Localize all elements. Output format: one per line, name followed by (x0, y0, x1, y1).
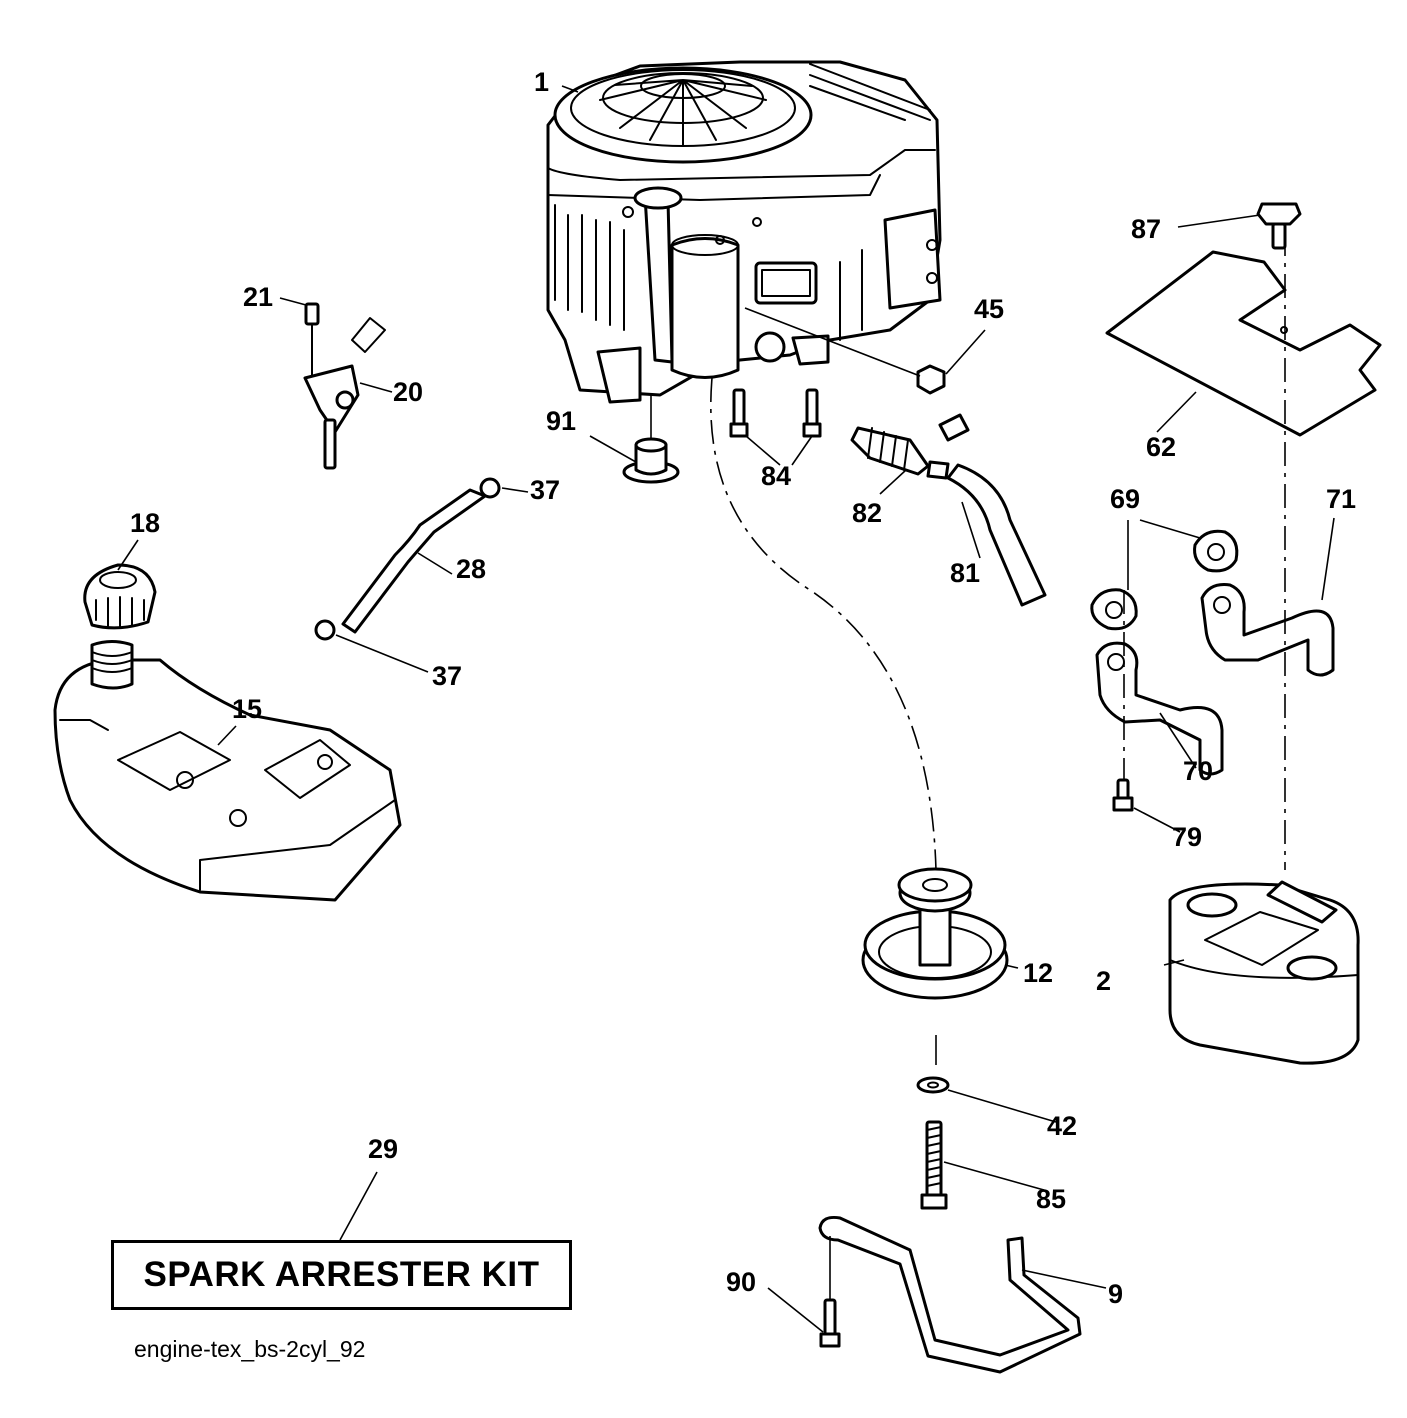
callout-37-lower: 37 (432, 661, 462, 691)
fuel-line-28 (314, 477, 501, 641)
callout-37-upper: 37 (530, 475, 560, 505)
muffler-2 (1168, 880, 1360, 1065)
callout-45: 45 (974, 294, 1004, 324)
bushing-91 (622, 437, 680, 484)
fuel-filter-82 (850, 413, 970, 480)
callout-20: 20 (393, 377, 423, 407)
callout-82: 82 (852, 498, 882, 528)
throttle-control (303, 302, 386, 470)
diagram-reference-code: engine-tex_bs-2cyl_92 (134, 1336, 366, 1362)
nut-45 (916, 364, 946, 395)
callout-29: 29 (368, 1134, 398, 1164)
callout-42: 42 (1047, 1111, 1077, 1141)
callout-18: 18 (130, 508, 160, 538)
heat-shield-62 (1105, 250, 1382, 437)
bolt-90 (819, 1298, 841, 1348)
callout-91: 91 (546, 406, 576, 436)
callout-9: 9 (1108, 1279, 1123, 1309)
spark-arrester-kit-label: SPARK ARRESTER KIT (111, 1240, 572, 1310)
bolt-85 (920, 1120, 948, 1210)
pulley-12 (861, 867, 1009, 1000)
assembly-centerlines (650, 232, 1286, 1300)
callout-69: 69 (1110, 484, 1140, 514)
bracket-9 (818, 1216, 1082, 1374)
gaskets-69 (1090, 529, 1239, 631)
callout-28: 28 (456, 554, 486, 584)
callout-85: 85 (1036, 1184, 1066, 1214)
callout-62: 62 (1146, 432, 1176, 462)
callout-15: 15 (232, 694, 262, 724)
callout-71: 71 (1326, 484, 1356, 514)
leader-lines (117, 85, 1335, 1333)
callout-79: 79 (1172, 822, 1202, 852)
bolts-84 (729, 388, 822, 438)
fuel-cap-18 (83, 563, 157, 630)
callout-12: 12 (1023, 958, 1053, 988)
callout-21: 21 (243, 282, 273, 312)
engine-assembly (546, 60, 942, 404)
callout-81: 81 (950, 558, 980, 588)
fuel-tank-15 (53, 640, 402, 902)
bolt-79 (1112, 778, 1134, 812)
callout-90: 90 (726, 1267, 756, 1297)
bolt-87 (1256, 202, 1302, 250)
exhaust-pipe-71 (1200, 583, 1335, 677)
exhaust-pipe-70 (1095, 641, 1224, 776)
callout-84: 84 (761, 461, 791, 491)
washer-42 (916, 1076, 950, 1094)
hose-81 (946, 463, 1047, 607)
callout-2: 2 (1096, 966, 1111, 996)
callout-labels: 1 2 9 12 15 18 20 21 28 29 37 37 42 45 6… (130, 67, 1356, 1309)
callout-87: 87 (1131, 214, 1161, 244)
callout-70: 70 (1183, 756, 1213, 786)
callout-1: 1 (534, 67, 549, 97)
